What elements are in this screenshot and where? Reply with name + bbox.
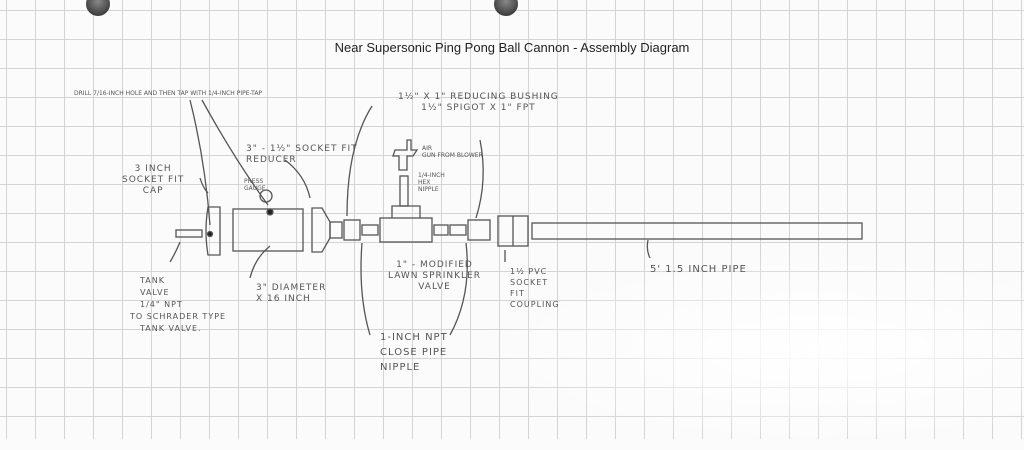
label-line: socket fit bbox=[122, 175, 185, 185]
sprinkler-valve-label: 1" - modified lawn sprinkler valve bbox=[388, 260, 481, 293]
tank-valve-label: tank valve 1/4" NPT to schrader type tan… bbox=[130, 275, 226, 335]
drill-note: Drill 7/16-inch hole and then tap with 1… bbox=[74, 90, 263, 97]
label-line: gun from blower bbox=[422, 152, 483, 159]
label-line: lawn sprinkler bbox=[388, 271, 482, 281]
label-line: to schrader type bbox=[130, 312, 227, 321]
assembly-drawing bbox=[169, 99, 863, 336]
label-line: 3 inch bbox=[134, 164, 172, 174]
label-line: 1½ PVC bbox=[510, 267, 548, 276]
label-line: air bbox=[422, 145, 433, 152]
close-nipple-label: 1-inch NPT close pipe nipple bbox=[380, 330, 448, 375]
label-line: nipple bbox=[380, 362, 421, 373]
bushing-part bbox=[343, 219, 361, 241]
label-line: 1/4-inch bbox=[418, 172, 445, 179]
tank-valve-part bbox=[175, 229, 203, 238]
end-cap-part bbox=[205, 206, 221, 256]
socket-reducer-part bbox=[311, 207, 331, 253]
label-line: close pipe bbox=[380, 347, 448, 358]
chamber-diameter-label: 3" diameter x 16 inch bbox=[256, 283, 326, 305]
label-line: hex bbox=[418, 179, 431, 186]
cap-label: 3 inch socket fit cap bbox=[122, 164, 184, 197]
pipe-label: 5' 1.5 inch pipe bbox=[650, 264, 747, 275]
binder-hole bbox=[86, 0, 110, 16]
label-line: 3" diameter bbox=[256, 283, 327, 293]
reducer-label: 3" - 1½" socket fit reducer bbox=[246, 144, 358, 166]
diagram-title: Near Supersonic Ping Pong Ball Cannon - … bbox=[334, 40, 690, 55]
label-line: 1½" spigot x 1" FPT bbox=[421, 103, 536, 113]
paper-fade bbox=[480, 250, 1024, 450]
label-line: 3" - 1½" socket fit bbox=[246, 144, 358, 154]
label-line: cap bbox=[142, 186, 164, 196]
label-line: press bbox=[244, 178, 264, 185]
label-line: 1½" x 1" reducing bushing bbox=[398, 92, 559, 102]
gauge-label: press gauge bbox=[244, 178, 266, 192]
air-gun-part bbox=[392, 139, 419, 171]
label-line: 1-inch NPT bbox=[380, 332, 448, 343]
label-line: valve bbox=[418, 282, 451, 292]
sprinkler-valve-part bbox=[379, 217, 433, 243]
hex-nipple-label: 1/4-inch hex nipple bbox=[418, 172, 445, 193]
label-line: x 16 inch bbox=[256, 294, 311, 304]
label-line: coupling bbox=[510, 300, 560, 309]
air-gun-label: air gun from blower bbox=[422, 145, 483, 159]
label-line: reducer bbox=[246, 155, 297, 165]
label-line: 1/4" NPT bbox=[140, 300, 183, 309]
binder-hole bbox=[494, 0, 518, 16]
label-line: nipple bbox=[418, 186, 439, 193]
label-line: 1" - modified bbox=[396, 260, 473, 270]
label-line: socket bbox=[510, 278, 549, 287]
coupling-label: 1½ PVC socket fit coupling bbox=[510, 266, 560, 310]
label-line: tank bbox=[140, 276, 165, 285]
label-line: tank valve. bbox=[140, 324, 202, 333]
pressure-chamber-part bbox=[232, 208, 304, 252]
label-line: gauge bbox=[244, 185, 266, 192]
label-line: valve bbox=[140, 288, 170, 297]
bushing-label: 1½" x 1" reducing bushing 1½" spigot x 1… bbox=[398, 92, 559, 114]
long-pipe-part bbox=[531, 222, 863, 240]
label-line: fit bbox=[510, 289, 525, 298]
